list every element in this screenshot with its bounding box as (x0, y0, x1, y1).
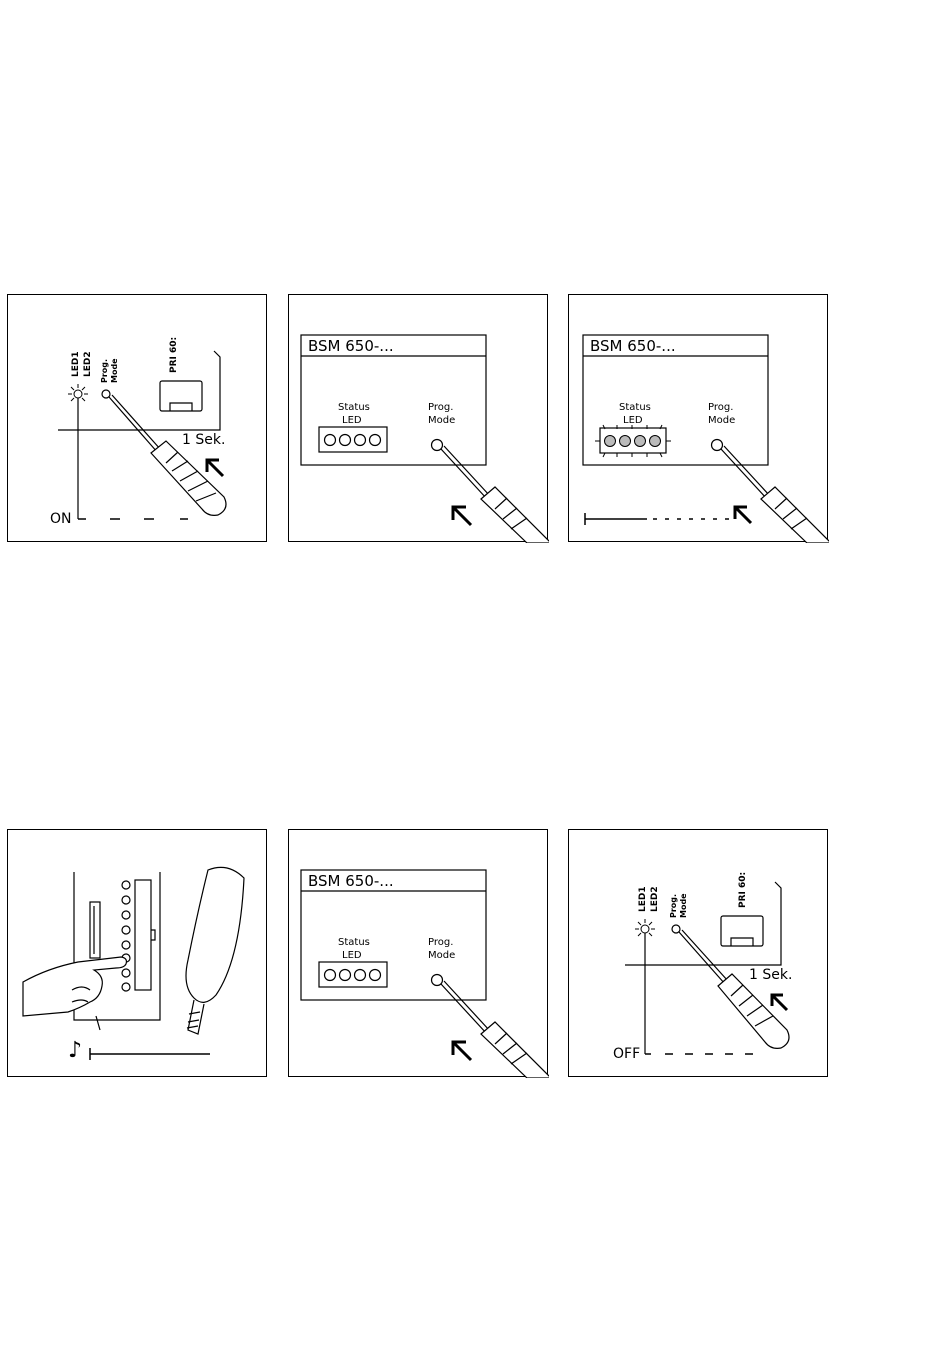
on-label: ON (50, 512, 72, 526)
prog-mode-button (432, 975, 443, 986)
panel-step-5: BSM 650-... Status LED Prog. Mode (288, 829, 548, 1077)
press-arrow-icon (735, 507, 751, 523)
handset-icon (186, 867, 244, 1034)
led-burst-icon (635, 919, 655, 939)
screwdriver-icon (679, 930, 789, 1048)
prog-mode-label: Prog.Mode (100, 343, 120, 383)
status-label: Status (619, 403, 651, 413)
led-label: LED (342, 416, 362, 426)
press-arrow-icon (453, 507, 471, 525)
panel-step-3: BSM 650-... Status LED Prog. Mode (568, 294, 828, 542)
panel-step-2: BSM 650-... Status LED Prog. Mode (288, 294, 548, 542)
screwdriver-icon (109, 395, 226, 515)
device-name: BSM 650-... (590, 339, 676, 354)
led-burst-icon (68, 384, 88, 404)
led-label: LED (623, 416, 643, 426)
prog-mode-button (432, 440, 443, 451)
mode-label: Mode (428, 416, 455, 426)
step-1-drawing (8, 295, 268, 543)
flashing-leds-icon (595, 425, 671, 457)
status-label: Status (338, 403, 370, 413)
device-name: BSM 650-... (308, 339, 394, 354)
screwdriver-icon (441, 446, 549, 543)
screwdriver-icon (441, 981, 549, 1078)
label-strip (135, 880, 151, 990)
led2-label: LED2 (84, 351, 93, 377)
status-label: Status (338, 938, 370, 948)
status-led-box (319, 962, 387, 987)
pri-label: PRI 60: (739, 872, 748, 908)
prog-label: Prog. (708, 403, 733, 413)
ring-note-icon: ♪ (68, 1040, 82, 1062)
panel-step-6: LED1 LED2 Prog.Mode PRI 60: 1 Sek. OFF (568, 829, 828, 1077)
step-4-drawing (8, 830, 268, 1078)
panel-step-1: LED1 LED2 Prog.Mode PRI 60: 1 Sek. ON (7, 294, 267, 542)
prog-label: Prog. (428, 938, 453, 948)
led-label: LED (342, 951, 362, 961)
prog-mode-button (672, 925, 680, 933)
hand-icon (23, 957, 126, 1030)
press-arrow-icon (453, 1042, 471, 1060)
pri-label: PRI 60: (170, 337, 179, 373)
mode-label: Mode (428, 951, 455, 961)
prog-mode-button (102, 390, 110, 398)
press-arrow-icon (772, 995, 787, 1010)
step-3-drawing (569, 295, 829, 543)
duration-label: 1 Sek. (749, 968, 792, 982)
led1-label: LED1 (72, 351, 81, 377)
step-5-drawing (289, 830, 549, 1078)
prog-label: Prog. (428, 403, 453, 413)
mode-label: Mode (708, 416, 735, 426)
off-label: OFF (613, 1047, 640, 1061)
status-led-box (319, 427, 387, 452)
screwdriver-icon (721, 446, 829, 543)
duration-label: 1 Sek. (182, 433, 225, 447)
led1-label: LED1 (639, 886, 648, 912)
prog-mode-button (712, 440, 723, 451)
led2-label: LED2 (651, 886, 660, 912)
device-name: BSM 650-... (308, 874, 394, 889)
step-6-drawing (569, 830, 829, 1078)
press-arrow-icon (207, 460, 223, 476)
panel-step-4: ♪ (7, 829, 267, 1077)
prog-mode-label: Prog.Mode (669, 878, 689, 918)
step-2-drawing (289, 295, 549, 543)
